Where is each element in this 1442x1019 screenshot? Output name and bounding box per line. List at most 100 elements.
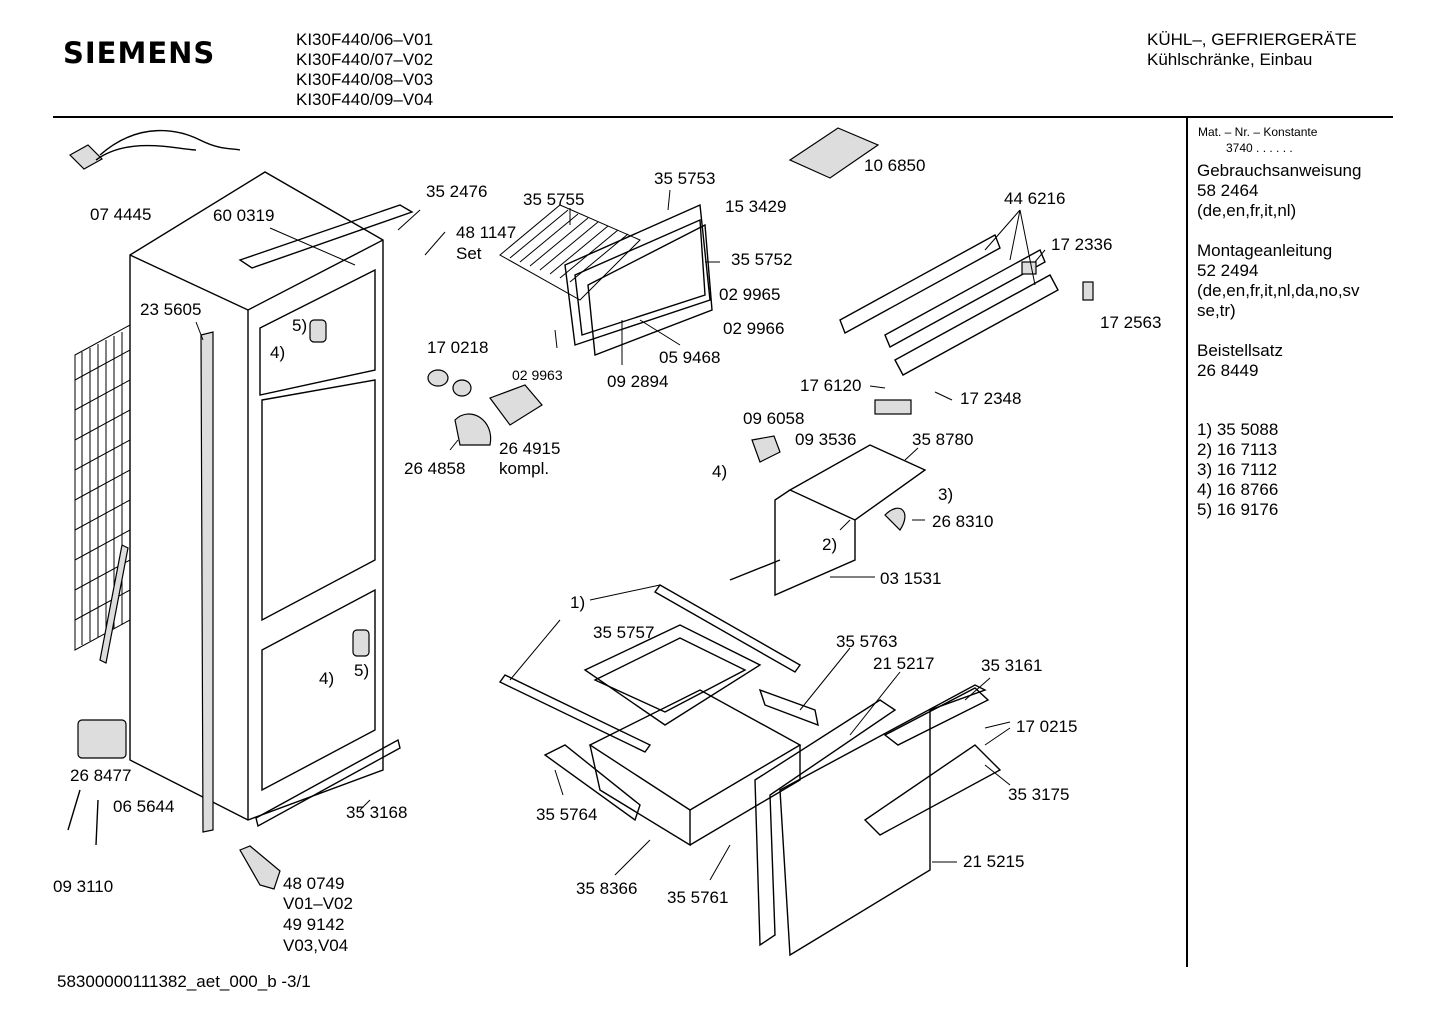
part-label: 21 5217 [873,654,935,673]
part-label: 17 0218 [427,338,489,357]
model-3: KI30F440/08–V03 [296,70,434,89]
part-label: V01–V02 [283,894,353,913]
model-2: KI30F440/07–V02 [296,50,434,69]
part-label: 49 9142 [283,915,345,934]
doc-usage: Gebrauchsanweisung 58 2464 (de,en,fr,it,… [1197,161,1361,221]
condenser-drawing [74,324,131,664]
part-label: 09 3536 [795,430,857,449]
lamp-housing-drawing [427,369,543,446]
main-door-drawing [754,684,1002,957]
footnote-3: 3) 16 7112 [1197,460,1278,479]
seal-strip-drawing [200,331,214,833]
subcategory: Kühlschränke, Einbau [1147,50,1313,69]
category: KÜHL–, GEFRIERGERÄTE [1147,30,1357,49]
part-label: 02 9965 [719,285,781,304]
part-label: 06 5644 [113,797,175,816]
mat-label: Mat. – Nr. – Konstante [1198,125,1318,139]
doc-mounting: Montageanleitung 52 2494 (de,en,fr,it,nl… [1197,241,1360,321]
part-label: 4) [270,343,286,362]
part-label: 35 3175 [1008,785,1070,804]
thermostat-housing-drawing [729,435,927,597]
part-label: 07 4445 [90,205,152,224]
part-label: 09 3110 [53,877,114,896]
document-id: 58300000111382_aet_000_b -3/1 [57,972,311,991]
footnote-2: 2) 16 7113 [1197,440,1278,459]
model-4: KI30F440/09–V04 [296,90,434,109]
heater-drawing [239,845,281,890]
part-label: 35 5753 [654,169,716,188]
part-label: 1) [570,593,586,612]
light-cover-drawing [874,399,912,415]
model-1: KI30F440/06–V01 [296,30,434,49]
part-label: 44 6216 [1004,189,1066,208]
doc-usage-number: 58 2464 [1197,181,1259,200]
doc-mounting-number: 52 2494 [1197,261,1259,280]
doc-usage-title: Gebrauchsanweisung [1197,161,1362,180]
part-label: 60 0319 [213,206,275,225]
part-label: 21 5215 [963,852,1025,871]
doc-mounting-title: Montageanleitung [1197,241,1333,260]
part-label: 17 2563 [1100,313,1162,332]
category-title: KÜHL–, GEFRIERGERÄTE Kühlschränke, Einba… [1147,30,1357,70]
part-label: 10 6850 [864,156,926,175]
part-label: 02 9963 [512,367,563,383]
part-label: 05 9468 [659,348,721,367]
brand-logo: SIEMENS [63,36,216,70]
thermostat-box-drawing [77,719,127,759]
part-label: Set [456,244,482,263]
mat-value: 3740 . . . . . . [1226,141,1293,155]
part-label: 17 0215 [1016,717,1078,736]
model-list: KI30F440/06–V01 KI30F440/07–V02 KI30F440… [296,30,433,110]
part-label: 09 2894 [607,372,669,391]
doc-mounting-langs-2: se,tr) [1197,301,1236,320]
doc-usage-langs: (de,en,fr,it,nl) [1197,201,1297,220]
header-rule [53,116,1393,118]
part-label: 35 8780 [912,430,974,449]
freezer-door-drawing [564,203,713,356]
part-label: 35 5764 [536,805,598,824]
part-label: 35 8366 [576,879,638,898]
part-label: 26 8310 [932,512,994,531]
part-label: 23 5605 [140,300,202,319]
part-label: 48 1147 [456,223,517,242]
part-label: 4) [319,669,335,688]
footnote-1: 1) 35 5088 [1197,420,1279,439]
part-label: kompl. [499,459,550,478]
part-label: V03,V04 [283,936,349,955]
rail-set-drawing [839,234,1094,376]
ice-tray-drawing [788,127,880,179]
part-label: 4) [712,462,728,481]
part-label: 35 3168 [346,803,408,822]
footnote-5: 5) 16 9176 [1197,500,1279,519]
part-label: 15 3429 [725,197,787,216]
doc-kit-number: 26 8449 [1197,361,1259,380]
part-label: 35 5752 [731,250,793,269]
power-cord-drawing [69,129,241,170]
part-label: 48 0749 [283,874,345,893]
part-label: 5) [292,316,308,335]
part-label: 5) [354,661,370,680]
part-label: 2) [822,535,838,554]
leader-lines [195,189,1046,881]
part-label: 17 2336 [1051,235,1113,254]
part-label: 35 5763 [836,632,898,651]
part-label: 17 6120 [800,376,862,395]
part-label: 35 5755 [523,190,585,209]
cabinet-drawing [129,171,414,828]
evaporator-drawing [499,204,641,301]
part-label: 26 8477 [70,766,132,785]
part-label: 35 5757 [593,623,655,642]
part-label: 35 2476 [426,182,488,201]
footnote-4: 4) 16 8766 [1197,480,1279,499]
part-label: 03 1531 [880,569,942,588]
doc-kit: Beistellsatz 26 8449 [1197,341,1283,381]
part-label: 26 4858 [404,459,466,478]
sidebar-rule [1186,117,1188,967]
part-label: 26 4915 [499,439,561,458]
doc-mounting-langs: (de,en,fr,it,nl,da,no,sv [1197,281,1360,300]
part-label: 17 2348 [960,389,1022,408]
part-label: 09 6058 [743,409,805,428]
wire-drawing [67,789,99,846]
part-label: 02 9966 [723,319,785,338]
